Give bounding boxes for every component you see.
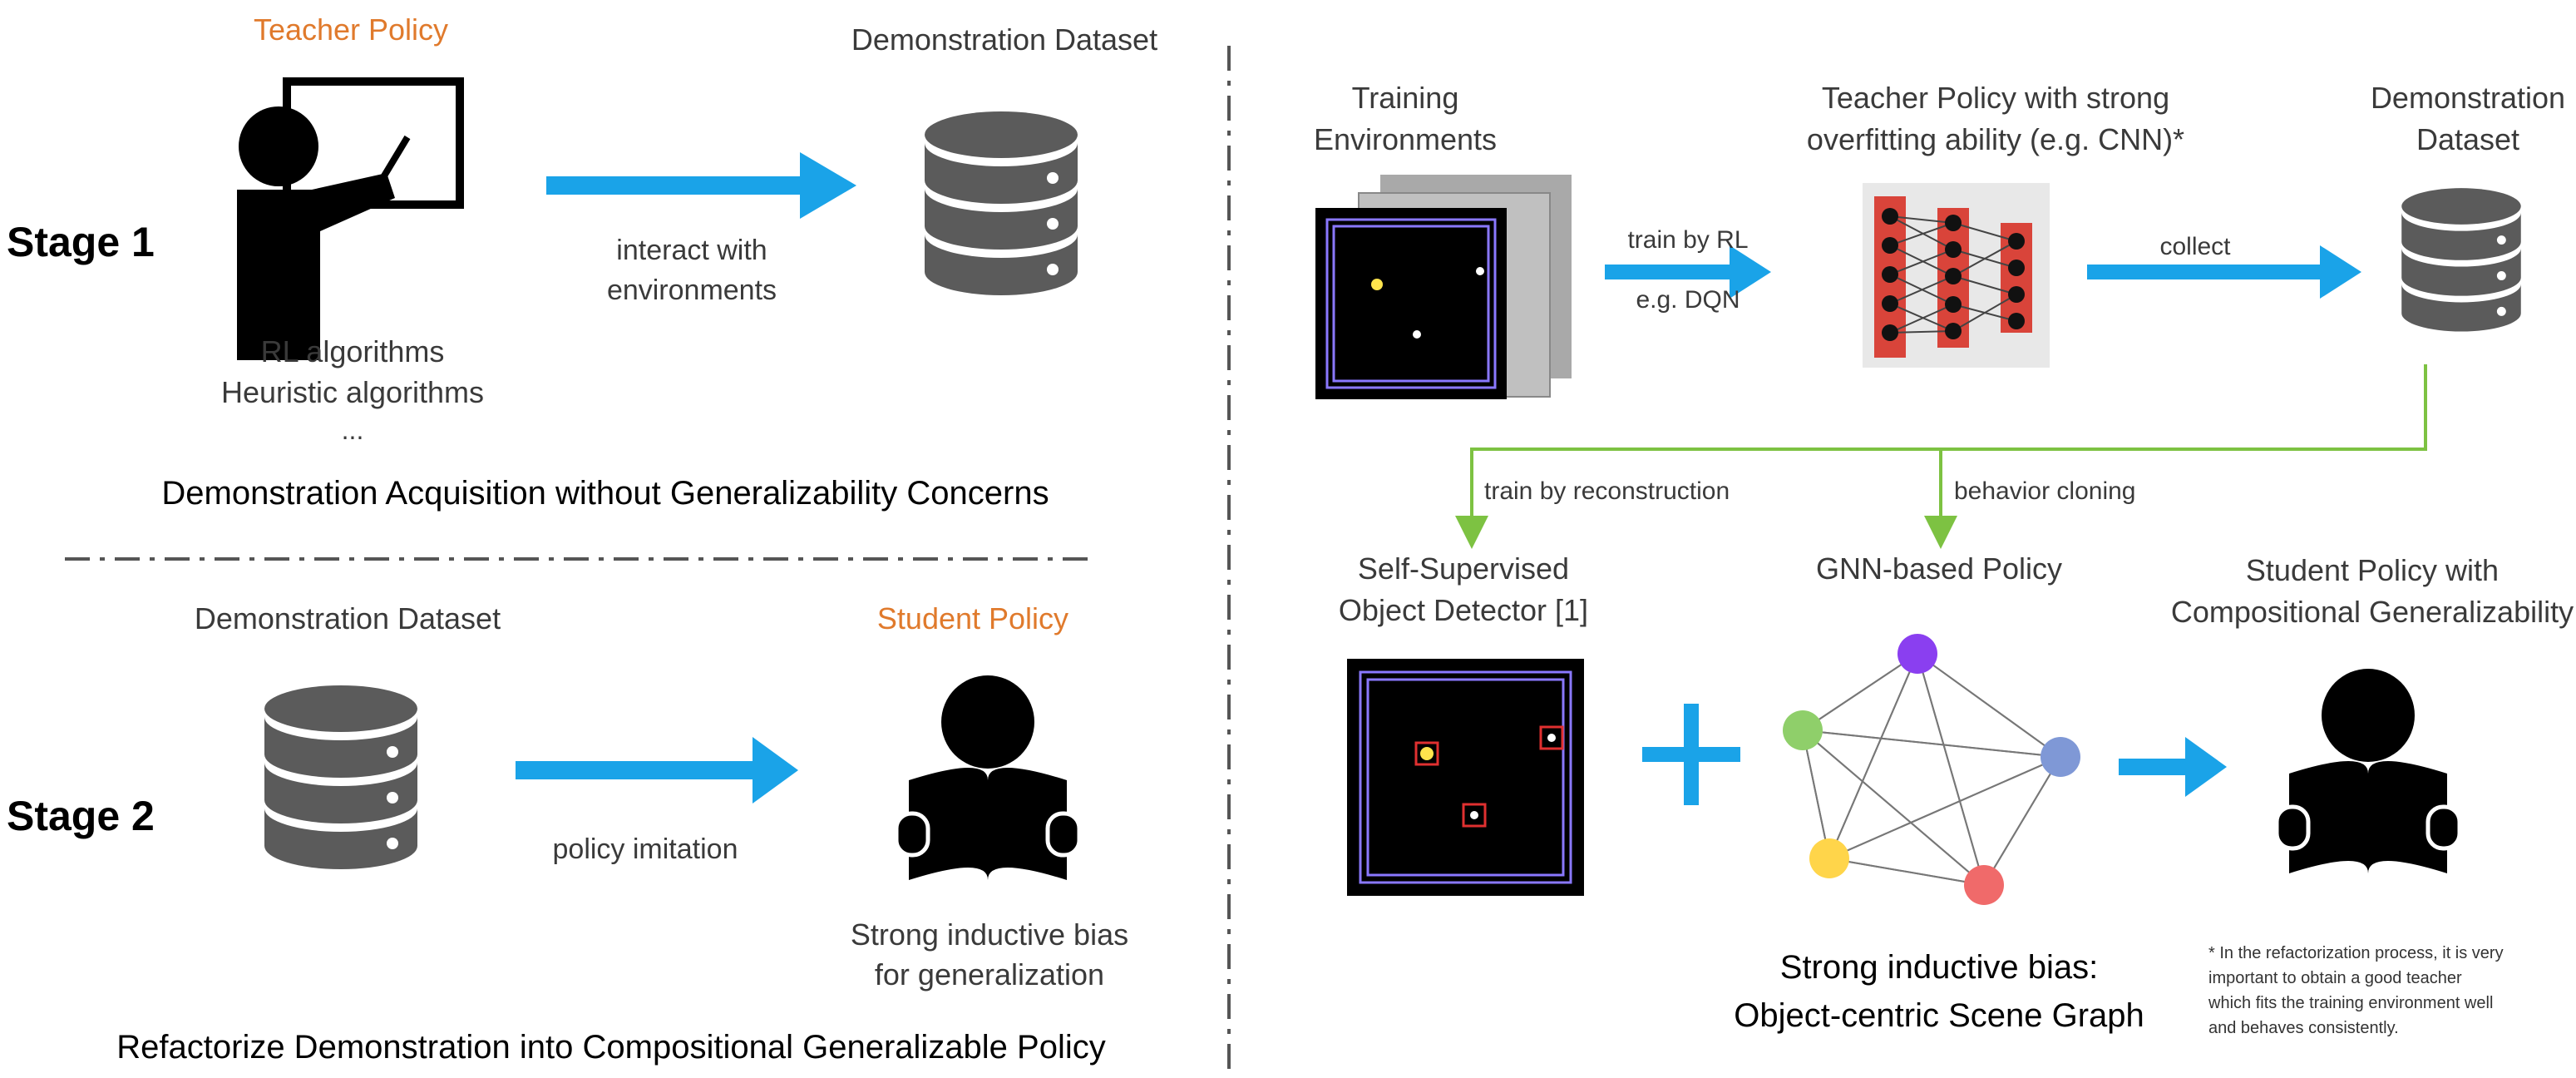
graph-node-blue	[2041, 737, 2080, 777]
teacher-policy-label: Teacher Policy	[254, 12, 448, 47]
rl-algorithms-label: RL algorithms	[261, 334, 445, 368]
plus-icon	[1642, 704, 1740, 805]
refactorize-caption: Refactorize Demonstration into Compositi…	[116, 1029, 1105, 1066]
student-arrow-body	[2119, 759, 2189, 775]
eg-dqn-label: e.g. DQN	[1636, 286, 1740, 314]
imitation-arrow-body	[516, 761, 757, 779]
training-env-label-1: Training	[1352, 81, 1459, 115]
reader-icon	[896, 675, 1079, 880]
scene-graph-caption-2: Object-centric Scene Graph	[1734, 997, 2144, 1034]
train-rl-arrow-head	[1730, 245, 1771, 299]
interact-arrow-body	[546, 176, 804, 195]
teacher-cnn-label-2: overfitting ability (e.g. CNN)*	[1807, 122, 2184, 156]
training-env-label-2: Environments	[1314, 122, 1497, 156]
detector-label-1: Self-Supervised	[1358, 551, 1569, 586]
demo-dataset-bottom-label: Demonstration Dataset	[195, 601, 501, 635]
footnote-line-4: and behaves consistently.	[2208, 1019, 2399, 1037]
demo-dataset-top-label: Demonstration Dataset	[851, 22, 1157, 57]
student-arrow-head	[2185, 737, 2227, 797]
stage1-label: Stage 1	[7, 219, 155, 265]
interact-arrow-head	[800, 152, 856, 219]
acquisition-caption: Demonstration Acquisition without Genera…	[161, 475, 1049, 512]
detector-screen-icon	[1347, 659, 1584, 896]
student-policy-label: Student Policy	[877, 601, 1068, 635]
database-icon	[264, 685, 417, 869]
database-icon	[925, 111, 1078, 295]
inductive-bias-label-2: for generalization	[875, 957, 1104, 991]
game-screen-icon	[1315, 175, 1572, 399]
dataset-right-label-1: Demonstration	[2371, 81, 2565, 115]
database-icon	[2401, 188, 2521, 332]
imitation-arrow-head	[753, 737, 798, 804]
scene-graph-caption-1: Strong inductive bias:	[1780, 949, 2098, 986]
collect-arrow-body	[2087, 265, 2324, 279]
graph-node-red	[1964, 865, 2004, 905]
student-right-label-1: Student Policy with	[2246, 553, 2499, 587]
heuristic-algorithms-label: Heuristic algorithms	[221, 375, 484, 409]
scene-graph-icon	[1783, 634, 2080, 905]
student-right-label-2: Compositional Generalizability	[2171, 595, 2574, 629]
footnote-line-2: important to obtain a good teacher	[2208, 969, 2462, 987]
inductive-bias-label-1: Strong inductive bias	[851, 917, 1128, 952]
footnote-line-3: which fits the training environment well	[2208, 994, 2493, 1012]
interact-label-2: environments	[607, 274, 777, 306]
behavior-cloning-label: behavior cloning	[1954, 477, 2135, 505]
policy-imitation-label: policy imitation	[553, 833, 738, 865]
train-by-reconstruction-label: train by reconstruction	[1484, 477, 1730, 505]
collect-arrow-head	[2320, 245, 2361, 299]
reader-icon	[2277, 669, 2460, 873]
footnote-line-1: * In the refactorization process, it is …	[2208, 944, 2504, 962]
teacher-cnn-label-1: Teacher Policy with strong	[1822, 81, 2169, 115]
dataset-right-label-2: Dataset	[2416, 122, 2519, 156]
interact-label-1: interact with	[616, 235, 767, 266]
detector-label-2: Object Detector [1]	[1339, 593, 1588, 627]
train-by-rl-label: train by RL	[1627, 226, 1748, 254]
train-rl-arrow-body	[1605, 265, 1734, 279]
stage2-label: Stage 2	[7, 793, 155, 839]
graph-node-purple	[1897, 634, 1937, 674]
cnn-icon	[1863, 183, 2050, 368]
gnn-policy-label: GNN-based Policy	[1816, 551, 2062, 586]
graph-node-yellow	[1809, 838, 1849, 878]
collect-label: collect	[2159, 233, 2231, 260]
graph-node-green	[1783, 710, 1823, 750]
teacher-icon	[237, 77, 464, 360]
green-connectors	[1455, 364, 2427, 549]
ellipsis-label: ...	[342, 415, 364, 445]
